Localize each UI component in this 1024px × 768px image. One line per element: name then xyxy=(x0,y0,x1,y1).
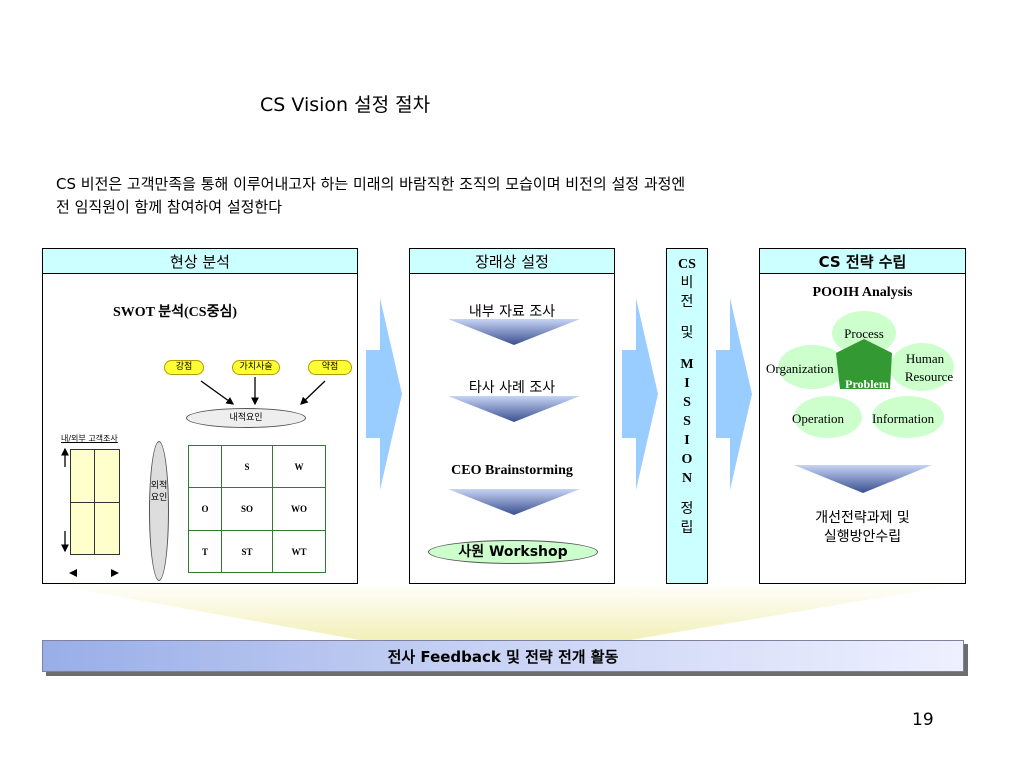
petal-operation: Operation xyxy=(792,411,844,426)
petal-resource: Resource xyxy=(904,369,954,384)
swot-cell: S xyxy=(221,445,273,488)
step-ceo-brainstorming: CEO Brainstorming xyxy=(451,463,573,478)
swot-cell: WT xyxy=(272,530,326,573)
pooih-flower xyxy=(778,311,954,438)
swot-cell: T xyxy=(188,530,222,573)
petal-information: Information xyxy=(872,411,935,426)
step-competitor-cases: 타사 사례 조사 xyxy=(468,380,556,396)
weakness-pill: 약점 xyxy=(308,360,352,375)
mission-char xyxy=(667,488,707,500)
external-survey-label: 내/외부 고객조사 xyxy=(61,434,118,443)
mission-char: 전 xyxy=(680,294,694,310)
pooih-title: POOIH Analysis xyxy=(812,285,913,300)
mission-char: I xyxy=(684,376,690,391)
down-triangle-icon xyxy=(794,465,932,493)
right-arrow-icon xyxy=(622,298,658,490)
description-line-1: CS 비전은 고객만족을 통해 이루어내고자 하는 미래의 바람직한 조직의 모… xyxy=(56,175,686,193)
strength-pill: 강점 xyxy=(164,360,204,375)
mission-char: 비 xyxy=(680,275,694,291)
petal-human: Human xyxy=(905,351,945,366)
swot-arrows xyxy=(61,377,326,577)
problem-center xyxy=(836,339,892,389)
cs-strategy-header: CS 전략 수립 xyxy=(760,249,965,274)
mission-char: CS xyxy=(678,257,696,272)
mission-char: O xyxy=(681,452,693,467)
strategy-result-line-2: 실행방안수립 xyxy=(823,529,902,545)
mission-char: 립 xyxy=(680,520,694,536)
right-arrow-icon xyxy=(366,298,402,490)
swot-cell: SO xyxy=(221,487,273,531)
current-analysis-box: 현상 분석 SWOT 분석(CS중심) 강점 가치사슬 약점 내적요인 내/외부… xyxy=(42,248,358,584)
description-line-2: 전 임직원이 함께 참여하여 설정한다 xyxy=(56,198,283,216)
cs-strategy-box: CS 전략 수립 POOIH Analysis Process Organiza… xyxy=(759,248,966,584)
funnel-trapezoid xyxy=(42,583,966,640)
petal-organization: Organization xyxy=(766,361,834,376)
down-triangle-icon xyxy=(448,396,580,422)
strategy-result: 개선전략과제 및 실행방안수립 xyxy=(760,509,965,547)
mission-text: CS 비 전 및 M I S S I O N 정 립 xyxy=(667,255,707,538)
page-title: CS Vision 설정 절차 xyxy=(260,94,431,116)
value-chain-pill: 가치사슬 xyxy=(232,360,280,375)
swot-cell: W xyxy=(272,445,326,488)
mission-char: 정 xyxy=(680,501,694,517)
footer-bar: 전사 Feedback 및 전략 전개 활동 xyxy=(42,640,964,672)
swot-cell: WO xyxy=(272,487,326,531)
mission-char: I xyxy=(684,433,690,448)
right-arrow-icon xyxy=(716,298,752,490)
mission-char: S xyxy=(683,395,691,410)
mission-char xyxy=(667,343,707,355)
mission-box: CS 비 전 및 M I S S I O N 정 립 xyxy=(666,248,708,584)
swot-grid: S W O SO WO T ST WT xyxy=(188,445,326,573)
mission-char: N xyxy=(681,471,693,486)
page-number: 19 xyxy=(912,710,934,730)
mission-char: M xyxy=(680,357,694,372)
problem-label: Problem xyxy=(845,377,889,391)
swot-cell: O xyxy=(188,487,222,531)
petal-process: Process xyxy=(844,326,884,341)
down-triangle-icon xyxy=(448,489,580,515)
step-employee-workshop: 사원 Workshop xyxy=(428,540,598,564)
current-analysis-header: 현상 분석 xyxy=(43,249,357,274)
page-description: CS 비전은 고객만족을 통해 이루어내고자 하는 미래의 바람직한 조직의 모… xyxy=(56,173,976,219)
swot-cell: ST xyxy=(221,530,273,573)
step-internal-data: 내부 자료 조사 xyxy=(468,304,556,320)
down-triangle-icon xyxy=(448,319,580,345)
external-factor-ellipse: 외적요인 xyxy=(149,441,169,581)
external-factor-label: 외적요인 xyxy=(150,481,168,503)
mission-char: 및 xyxy=(680,325,694,341)
swot-cell xyxy=(188,445,222,488)
future-setting-box: 장래상 설정 내부 자료 조사 타사 사례 조사 CEO Brainstormi… xyxy=(409,248,615,584)
strategy-result-line-1: 개선전략과제 및 xyxy=(815,510,910,526)
survey-panel xyxy=(70,449,120,555)
swot-title: SWOT 분석(CS중심) xyxy=(113,305,238,320)
mission-char: S xyxy=(683,414,691,429)
future-setting-header: 장래상 설정 xyxy=(410,249,614,274)
mission-char xyxy=(667,312,707,324)
internal-factor-ellipse: 내적요인 xyxy=(186,408,306,428)
